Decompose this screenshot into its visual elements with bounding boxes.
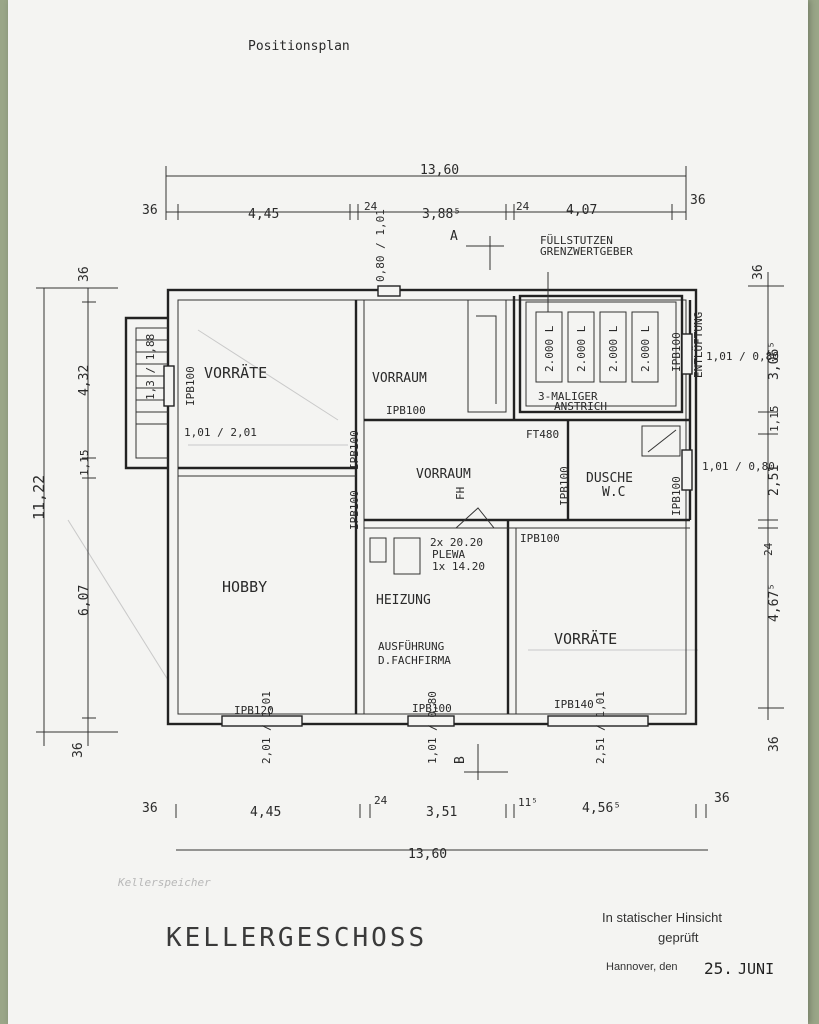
dim-bottom-seg-5: 11⁵ [518,796,538,809]
marker-a-label: A [450,229,458,244]
windows [163,285,693,727]
room-dusche: DUSCHE [586,471,633,486]
dim-right-seg-5: 24 [762,542,775,556]
tank-3-label: 2.000 L [607,325,620,372]
plan-sheet: Positionsplan 13,60 36 4,45 24 3,88⁵ 24 … [8,0,808,1024]
dim-left-seg-5: 36 [71,742,86,758]
stamp-date: 25. [704,959,733,978]
dim-top-seg-5: 24 [516,200,530,213]
floor-title: KELLERGESCHOSS [166,923,427,953]
dim-left-seg-1: 36 [77,266,92,282]
dimension-left: 11,22 36 4,32 1,15 6,07 36 [30,266,118,758]
dim-bottom-seg-3: 24 [374,794,388,807]
stair-label: 1,3 / 1,88 [144,334,157,400]
dim-right-seg-3: 1,15 [768,406,781,433]
dim-bottom-seg-7: 36 [714,791,730,806]
label-anstrich-2: ANSTRICH [554,400,607,413]
room-vorraum-top: VORRAUM [372,371,427,386]
approval-stamp: In statischer Hinsicht geprüft Hannover,… [602,910,774,978]
dim-right-seg-2: 3,06⁵ [767,341,782,380]
label-fh: FH [454,487,467,500]
label-ipb100-i: IPB100 [412,702,452,715]
label-grenzwertgeber: GRENZWERTGEBER [540,245,633,258]
dim-left-seg-2: 4,32 [77,365,92,396]
dimension-right: 36 3,06⁵ 1,15 2,51 24 4,67⁵ 36 [748,264,784,752]
dim-top-seg-1: 36 [142,203,158,218]
dim-bottom-seg-2: 4,45 [250,805,281,820]
dim-bottom-seg-4: 3,51 [426,805,457,820]
label-window-101-080-c: 1,01 / 0,80 [426,691,439,764]
label-window-101-080-b: 1,01 / 0,80 [702,460,775,473]
label-ipb100-a: IPB100 [184,366,197,406]
room-wc: W.C [602,485,625,500]
label-plewa-2: PLEWA [432,548,465,561]
dim-right-seg-4: 2,51 [767,465,782,496]
label-ipb100-g: IPB100 [670,332,683,372]
dim-top-seg-4: 3,88⁵ [422,207,461,222]
label-window-251-101: 2,51 / 1,01 [594,691,607,764]
stair: 1,3 / 1,88 [136,334,168,425]
plan-title: Positionsplan [248,39,350,54]
dim-bottom-total: 13,60 [408,847,447,862]
label-ipb120: IPB120 [234,704,274,717]
label-anstrich-1: 3-MALIGER [538,390,598,403]
dim-top-seg-3: 24 [364,200,378,213]
room-ausfuehrung: AUSFÜHRUNG [378,640,444,653]
room-labels: VORRÄTE VORRAUM VORRAUM DUSCHE W.C HOBBY… [204,363,633,667]
label-ipb100-f: IPB100 [670,476,683,516]
stamp-month: JUNI [738,960,774,978]
dim-left-seg-4: 6,07 [77,585,92,616]
room-heizung: HEIZUNG [376,593,431,608]
dim-bottom-seg-6: 4,56⁵ [582,801,621,816]
dim-right-seg-1: 36 [751,264,766,280]
label-ft480: FT480 [526,428,559,441]
dim-left-seg-3: 1,15 [78,450,91,477]
label-ipb100-e: IPB100 [558,466,571,506]
room-hobby: HOBBY [222,578,267,596]
label-ipb140: IPB140 [554,698,594,711]
dim-right-seg-7: 36 [767,736,782,752]
pen-note: Kellerspeicher [117,876,211,889]
ghost-bleed [67,329,698,681]
label-ipb100-d: IPB100 [348,490,361,530]
dimension-top: 13,60 36 4,45 24 3,88⁵ 24 4,07 36 [142,163,706,222]
label-window-101-080-a: 1,01 / 0,80 [706,350,779,363]
label-entlueftung: ENTLÜFTUNG [692,312,705,378]
label-plewa-1: 2x 20.20 [430,536,483,549]
label-ipb100-c: IPB100 [348,430,361,470]
section-marker-b: B [453,744,508,780]
room-vorraete-bottom: VORRÄTE [554,629,617,648]
label-ipb100-b: IPB100 [386,404,426,417]
dim-left-total: 11,22 [30,475,48,520]
floor-plan-drawing: Positionsplan 13,60 36 4,45 24 3,88⁵ 24 … [30,39,784,978]
label-window-201-101: 2,01 / 1,01 [260,691,273,764]
tank-1-label: 2.000 L [543,325,556,372]
label-door-101-201: 1,01 / 2,01 [184,426,257,439]
section-marker-a: A [450,229,504,270]
stamp-line-1: In statischer Hinsicht [602,910,722,925]
label-window-080-101: 0,80 / 1,01 [374,209,387,282]
dim-top-seg-2: 4,45 [248,207,279,222]
dim-bottom-seg-1: 36 [142,801,158,816]
label-fuellstutzen: FÜLLSTUTZEN [540,234,613,247]
dim-top-seg-7: 36 [690,193,706,208]
room-fachfirma: D.FACHFIRMA [378,654,451,667]
annotations: IPB100 IPB100 IPB100 IPB100 IPB100 IPB10… [184,209,779,764]
marker-b-label: B [453,756,468,764]
tank-2-label: 2.000 L [575,325,588,372]
label-plewa-3: 1x 14.20 [432,560,485,573]
label-ipb100-h: IPB100 [520,532,560,545]
dimension-bottom: 36 4,45 24 3,51 11⁵ 4,56⁵ 36 13,60 [142,791,730,862]
room-vorraum-center: VORRAUM [416,467,471,482]
oil-tanks: 2.000 L 2.000 L 2.000 L 2.000 L [535,272,659,383]
dim-top-seg-6: 4,07 [566,203,597,218]
tank-4-label: 2.000 L [639,325,652,372]
dim-right-seg-6: 4,67⁵ [767,583,782,622]
stamp-line-2: geprüft [658,930,699,945]
dim-top-total: 13,60 [420,163,459,178]
stamp-line-3: Hannover, den [606,961,678,973]
room-vorraete-top: VORRÄTE [204,363,267,382]
